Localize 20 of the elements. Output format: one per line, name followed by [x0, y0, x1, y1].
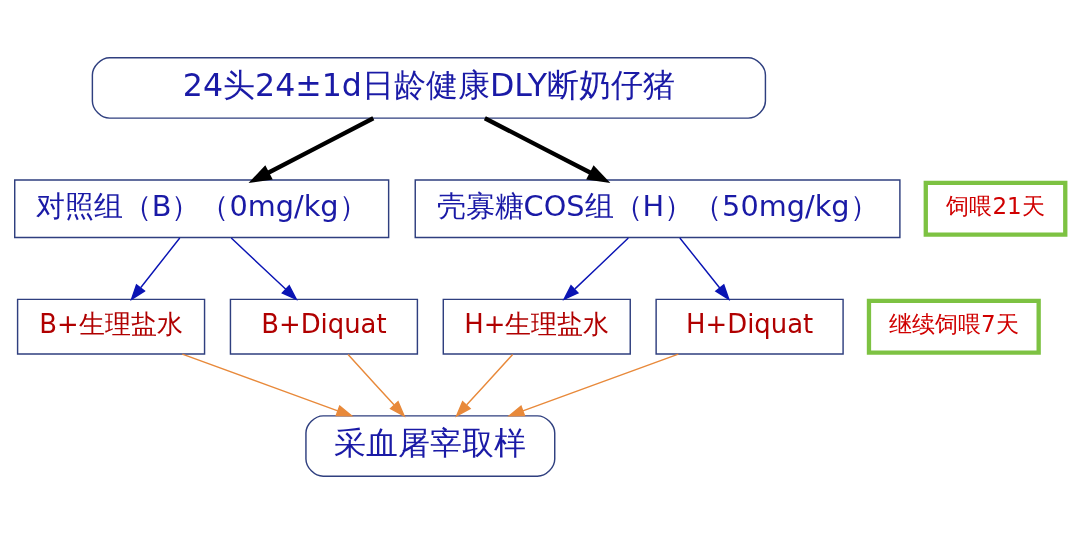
arrow: [248, 115, 375, 183]
node-box: B+生理盐水: [16, 298, 206, 355]
arrow: [181, 352, 354, 417]
arrow: [347, 353, 406, 417]
node-box: 24头24±1d日龄健康DLY断奶仔猪: [91, 56, 767, 119]
node-box: 继续饲喂7天: [866, 298, 1041, 355]
node-box: H+Diquat: [655, 298, 844, 355]
node-box: 壳寡糖COS组（H）（50mg/kg）: [414, 178, 901, 238]
node-box: 对照组（B）（0mg/kg）: [14, 178, 390, 238]
arrow: [483, 115, 611, 183]
node-box: 饲喂21天: [923, 180, 1068, 237]
arrow: [130, 236, 181, 301]
arrow: [562, 236, 630, 301]
arrow: [679, 236, 731, 301]
node-box: B+Diquat: [229, 298, 419, 355]
arrow: [455, 353, 514, 417]
arrow: [230, 236, 298, 301]
node-box: H+生理盐水: [442, 298, 631, 355]
arrow: [507, 352, 680, 417]
node-box: 采血屠宰取样: [305, 414, 556, 477]
